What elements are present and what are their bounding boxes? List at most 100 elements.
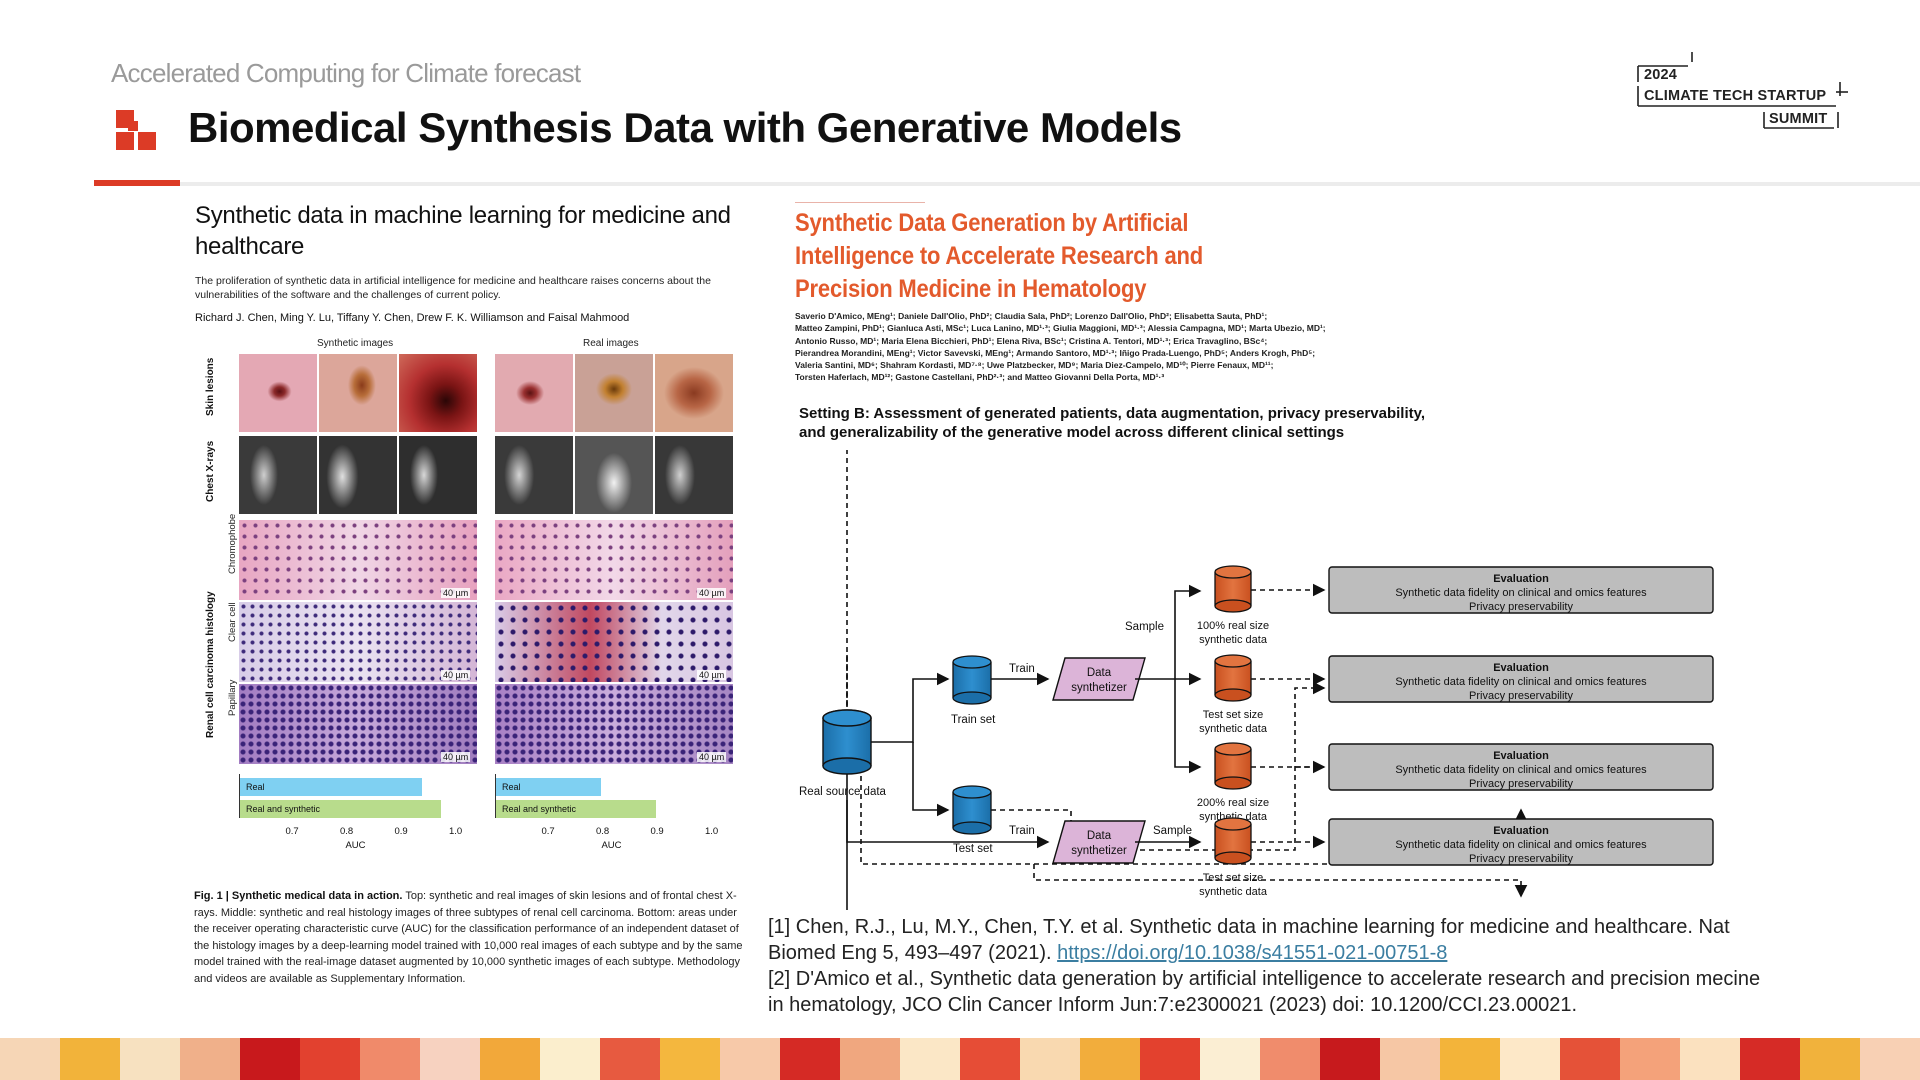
label-train-bottom: Train — [1009, 825, 1035, 837]
train-set-cylinder — [952, 655, 992, 705]
evaluation-box-1: Evaluation Synthetic data fidelity on cl… — [1328, 566, 1714, 614]
synthetic-cylinder-testsize — [1214, 654, 1252, 702]
caption-body: Top: synthetic and real images of skin l… — [194, 890, 743, 985]
eval2-line2: Privacy preservability — [1469, 690, 1573, 702]
figure-caption: Fig. 1 | Synthetic medical data in actio… — [194, 888, 749, 987]
summit-logo-name: CLIMATE TECH STARTUP — [1644, 88, 1827, 104]
paper-left-title: Synthetic data in machine learning for m… — [195, 202, 731, 260]
col-head-real: Real images — [583, 338, 639, 349]
sub-label-clear: Clear cell — [227, 602, 238, 642]
eval2-title: Evaluation — [1493, 662, 1549, 674]
evaluation-box-3: Evaluation Synthetic data fidelity on cl… — [1328, 743, 1714, 791]
histo-papillary-real — [495, 684, 733, 764]
eval4-title: Evaluation — [1493, 825, 1549, 837]
scale-papillary-synth: 40 µm — [441, 752, 471, 762]
out3-line2: synthetic data — [1199, 811, 1268, 823]
eval3-title: Evaluation — [1493, 750, 1549, 762]
paper-right-authors: Saverio D'Amico, MEng¹; Daniele Dall'Oli… — [795, 310, 1415, 384]
histo-clear-real — [495, 602, 733, 682]
synthetic-cylinder-200 — [1214, 742, 1252, 790]
histo-chromophobe-synthetic — [239, 520, 477, 600]
data-synthetizer-1: Data synthetizer — [1052, 657, 1146, 701]
histo-clear-synthetic — [239, 602, 477, 682]
paper-right-rule — [795, 202, 925, 203]
auc-bar-real-and-synthetic: Real and synthetic — [496, 800, 656, 818]
synth1-line1: Data — [1087, 667, 1112, 679]
paper-left-abstract: The proliferation of synthetic data in a… — [195, 275, 711, 301]
paper-left-authors: Richard J. Chen, Ming Y. Lu, Tiffany Y. … — [195, 312, 630, 324]
title-divider — [180, 182, 1920, 186]
setting-line-2: and generalizability of the generative m… — [799, 424, 1345, 441]
scale-clear-real: 40 µm — [697, 670, 727, 680]
paper-chen-2021: Synthetic data in machine learning for m… — [194, 200, 755, 1010]
xray-synthetic-1 — [239, 436, 317, 514]
evaluation-box-4: Evaluation Synthetic data fidelity on cl… — [1328, 818, 1714, 866]
summit-logo-summit: SUMMIT — [1769, 111, 1828, 127]
author-line: Saverio D'Amico, MEng¹; Daniele Dall'Oli… — [795, 311, 1268, 321]
auc-tick-label: 0.7 — [285, 826, 299, 837]
xray-synthetic-3 — [399, 436, 477, 514]
eval4-line1: Synthetic data fidelity on clinical and … — [1395, 839, 1647, 851]
scale-papillary-real: 40 µm — [697, 752, 727, 762]
skin-synthetic-2 — [319, 354, 397, 432]
deck-subtitle: Accelerated Computing for Climate foreca… — [111, 58, 581, 88]
generative-pipeline-bottom-lane: Train Data synthetizer Sample Test set s… — [846, 800, 1714, 898]
references: [1] Chen, R.J., Lu, M.Y., Chen, T.Y. et … — [768, 914, 1768, 1018]
label-train-1: Train — [1009, 663, 1035, 675]
auc-axis-line — [239, 774, 240, 818]
setting-line-1: Setting B: Assessment of generated patie… — [799, 405, 1426, 422]
skin-real-2 — [575, 354, 653, 432]
out3-line1: 200% real size — [1197, 797, 1269, 809]
out2-line1: Test set size — [1203, 709, 1264, 721]
author-line: Matteo Zampini, PhD¹; Gianluca Asti, MSc… — [795, 323, 1326, 334]
xray-synthetic-2 — [319, 436, 397, 514]
xray-real-2 — [575, 436, 653, 514]
reference-1-doi-link[interactable]: https://doi.org/10.1038/s41551-021-00751… — [1057, 942, 1448, 964]
histo-papillary-synthetic — [239, 684, 477, 764]
auc-axis-label: AUC — [345, 840, 366, 851]
caption-lead: Fig. 1 | Synthetic medical data in actio… — [194, 890, 403, 902]
auc-axis-line — [495, 774, 496, 818]
label-real-source: Real source data — [799, 786, 887, 798]
out4-line2: synthetic data — [1199, 886, 1268, 898]
eval3-line2: Privacy preservability — [1469, 778, 1573, 790]
label-train-set: Train set — [951, 714, 996, 726]
synth2-line1: Data — [1087, 830, 1112, 842]
test-set-cylinder — [952, 785, 992, 835]
skin-synthetic-1 — [239, 354, 317, 432]
evaluation-box-2: Evaluation Synthetic data fidelity on cl… — [1328, 655, 1714, 703]
out4-line1: Test set size — [1203, 872, 1264, 884]
label-test-set: Test set — [953, 843, 993, 855]
auc-bar-real: Real — [496, 778, 602, 796]
reference-1-text: [1] Chen, R.J., Lu, M.Y., Chen, T.Y. et … — [768, 916, 1730, 964]
paper-right-title: Synthetic Data Generation by Artificial … — [795, 209, 1204, 303]
sub-label-papillary: Papillary — [227, 679, 238, 716]
label-sample-bottom: Sample — [1153, 825, 1192, 837]
eval2-line1: Synthetic data fidelity on clinical and … — [1395, 676, 1647, 688]
auc-tick-label: 1.0 — [449, 826, 463, 837]
out2-line2: synthetic data — [1199, 723, 1268, 735]
generative-pipeline-diagram: Real source data Train set Test set Tr — [799, 450, 1714, 910]
row-label-skin: Skin lesions — [205, 357, 216, 416]
scale-chromophobe-real: 40 µm — [697, 588, 727, 598]
row-label-renal: Renal cell carcinoma histology — [205, 591, 216, 738]
eval3-line1: Synthetic data fidelity on clinical and … — [1395, 764, 1647, 776]
auc-tick-label: 0.8 — [340, 826, 354, 837]
histo-chromophobe-real — [495, 520, 733, 600]
auc-bar-real-and-synthetic: Real and synthetic — [240, 800, 441, 818]
eval1-line2: Privacy preservability — [1469, 601, 1573, 613]
out1-line1: 100% real size — [1197, 620, 1269, 632]
setting-b-heading: Setting B: Assessment of generated patie… — [799, 404, 1559, 442]
summit-logo-year: 2024 — [1644, 67, 1678, 83]
brand-squares-icon — [116, 110, 158, 152]
skin-real-1 — [495, 354, 573, 432]
slide-title: Biomedical Synthesis Data with Generativ… — [188, 104, 1182, 151]
title-accent-rule — [94, 180, 180, 186]
auc-tick-label: 0.9 — [650, 826, 664, 837]
auc-axis-label: AUC — [601, 840, 622, 851]
xray-real-3 — [655, 436, 733, 514]
out1-line2: synthetic data — [1199, 634, 1268, 646]
synth1-line2: synthetizer — [1071, 682, 1127, 694]
reference-2: [2] D'Amico et al., Synthetic data gener… — [768, 968, 1761, 1016]
